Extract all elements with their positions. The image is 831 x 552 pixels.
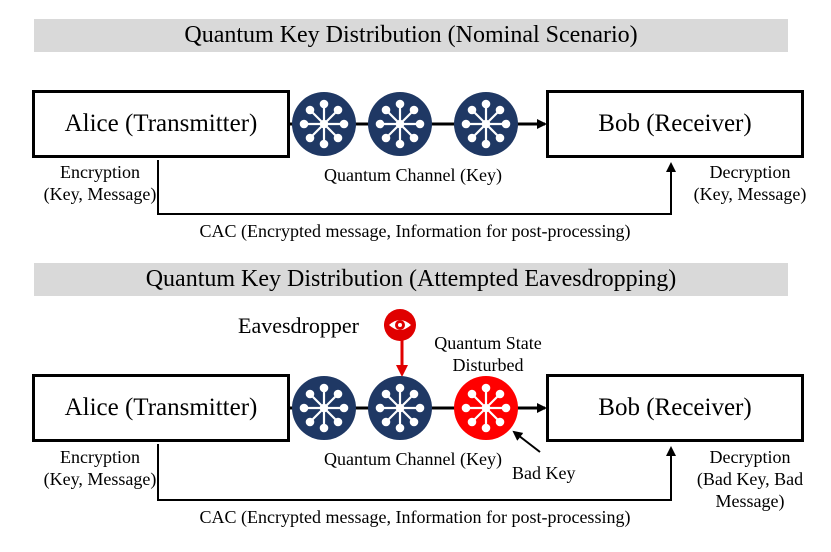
quantum-node-icon	[292, 376, 356, 440]
cac-path-2	[157, 444, 676, 501]
bad-key-label: Bad Key	[512, 463, 576, 483]
title-eavesdropping-scenario: Quantum Key Distribution (Attempted Eave…	[34, 263, 788, 296]
decryption-line-1: Decryption	[709, 447, 791, 467]
quantum-node-icon	[292, 92, 356, 156]
alice-transmitter-box: Alice (Transmitter)	[32, 374, 290, 442]
cac-label: CAC (Encrypted message, Information for …	[199, 221, 631, 241]
bob-receiver-box: Bob (Receiver)	[546, 90, 804, 158]
title-nominal-scenario: Quantum Key Distribution (Nominal Scenar…	[34, 19, 788, 52]
disturbed-line-1: Quantum State	[434, 333, 542, 353]
encryption-line-2: (Key, Message)	[43, 184, 157, 204]
quantum-node-icon	[368, 376, 432, 440]
quantum-state-disturbed-label: Quantum State Disturbed	[420, 332, 556, 376]
decryption-line-2: (Key, Message)	[693, 184, 807, 204]
decryption-line-2: (Bad Key, Bad	[696, 469, 804, 489]
alice-transmitter-box: Alice (Transmitter)	[32, 90, 290, 158]
cac-label: CAC (Encrypted message, Information for …	[199, 507, 631, 527]
bob-receiver-box: Bob (Receiver)	[546, 374, 804, 442]
quantum-channel-label: Quantum Channel (Key)	[324, 165, 502, 185]
decryption-label: Decryption (Bad Key, Bad Message)	[670, 446, 830, 512]
encryption-label: Encryption (Key, Message)	[0, 446, 200, 490]
encryption-line-2: (Key, Message)	[43, 469, 157, 489]
eye-icon	[384, 309, 416, 341]
decryption-line-3: Message)	[715, 491, 785, 511]
decryption-label: Decryption (Key, Message)	[670, 161, 830, 205]
quantum-channel-label: Quantum Channel (Key)	[324, 449, 502, 469]
bad-key-arrow	[512, 430, 541, 453]
encryption-label: Encryption (Key, Message)	[0, 161, 200, 205]
disturbed-quantum-node-icon	[454, 376, 518, 440]
decryption-line-1: Decryption	[709, 162, 791, 182]
encryption-line-1: Encryption	[60, 162, 140, 182]
cac-path-1	[157, 160, 676, 215]
quantum-node-icon	[454, 92, 518, 156]
encryption-line-1: Encryption	[60, 447, 140, 467]
eavesdropper-label: Eavesdropper	[238, 313, 359, 338]
disturbed-line-2: Disturbed	[452, 355, 524, 375]
quantum-node-icon	[368, 92, 432, 156]
